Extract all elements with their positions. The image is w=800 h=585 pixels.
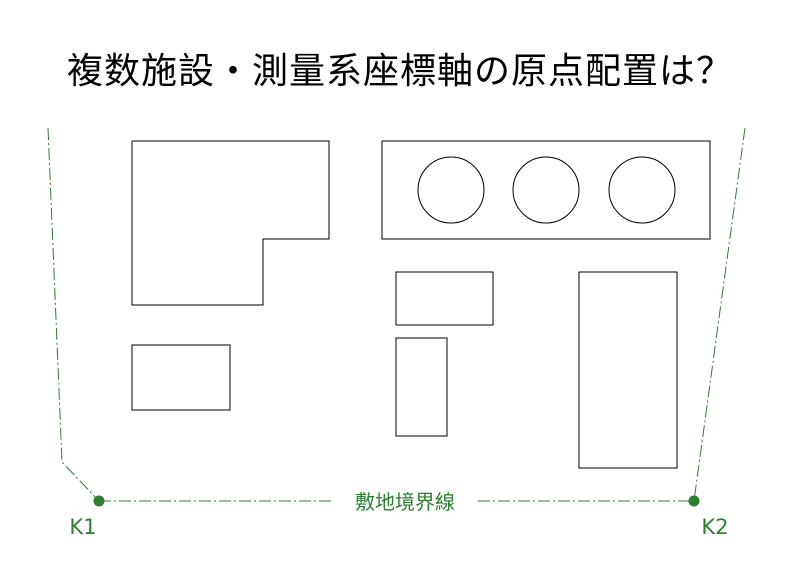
small-building-center-bottom <box>395 337 448 437</box>
tank-building <box>381 140 711 240</box>
small-building-left <box>131 344 231 411</box>
tank-2 <box>512 156 580 224</box>
page-title: 複数施設・測量系座標軸の原点配置は？ <box>66 51 733 92</box>
tank-1 <box>417 156 485 224</box>
point-k2-marker <box>688 495 700 507</box>
point-k1-marker <box>93 495 105 507</box>
point-k1-label: K1 <box>69 515 96 539</box>
tank-3 <box>608 156 676 224</box>
facilities <box>131 140 711 469</box>
boundary-right <box>693 127 746 502</box>
boundary-left <box>47 127 100 502</box>
tall-building-right <box>578 271 678 469</box>
l-shaped-building <box>131 140 330 306</box>
small-building-center-top <box>395 271 494 326</box>
boundary-label: 敷地境界線 <box>355 490 455 514</box>
site-boundary <box>47 127 746 502</box>
point-k2-label: K2 <box>701 515 728 539</box>
